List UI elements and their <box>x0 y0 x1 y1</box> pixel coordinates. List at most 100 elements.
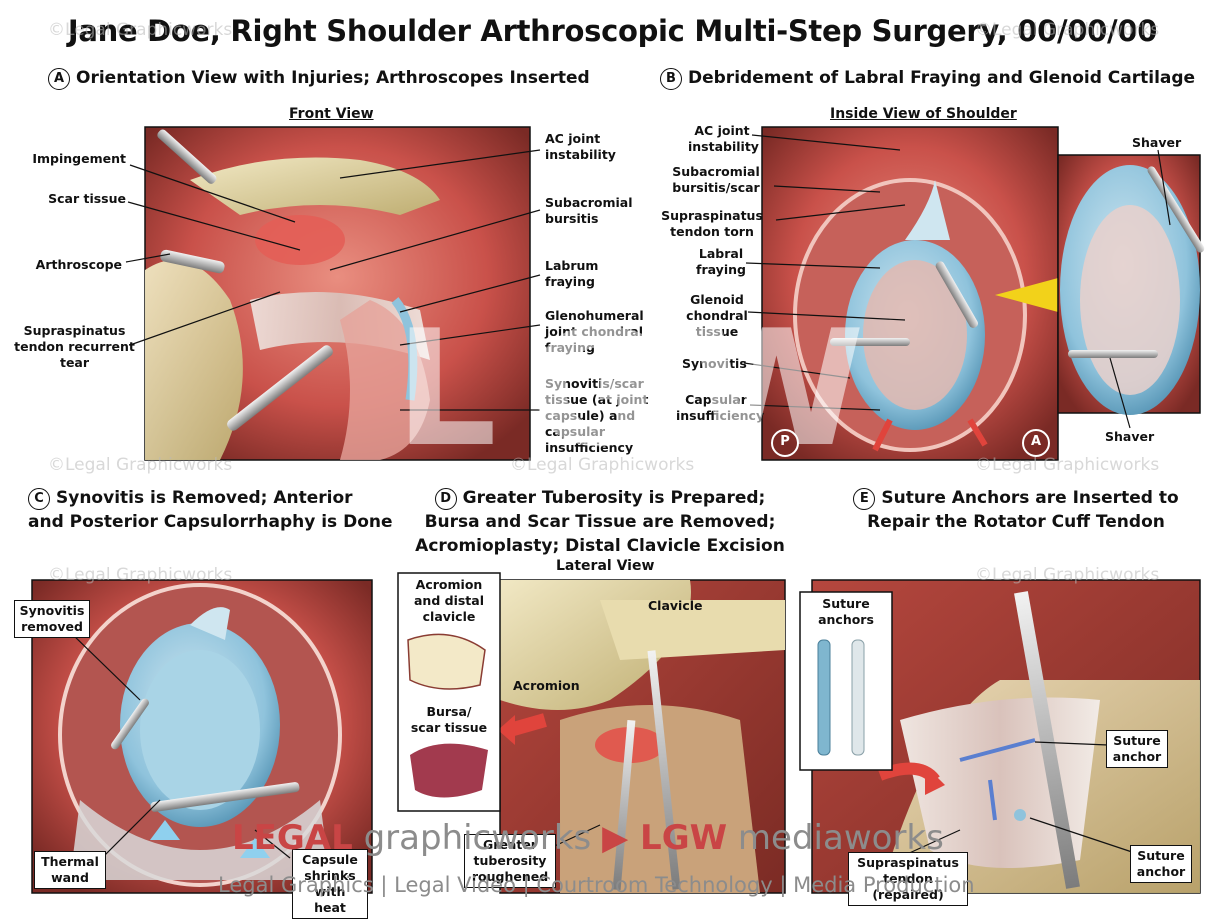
panel-d-badge: D <box>434 488 457 510</box>
probe-tool-b <box>830 338 910 346</box>
removed-bursa-shape <box>410 743 488 798</box>
sutures-e <box>959 738 1036 821</box>
inset-shaver-top <box>1147 166 1205 253</box>
removal-arrow-head <box>498 715 515 745</box>
panel-e-heading-line2: Repair the Rotator Cuff Tendon <box>867 512 1165 532</box>
brand-legal: LEGAL <box>232 818 353 858</box>
panel-e-heading-line1: Suture Anchors are Inserted to <box>881 488 1179 508</box>
acromion-shape <box>190 157 440 215</box>
shrink-arrows <box>150 820 270 858</box>
glenoid-c-inner <box>140 650 260 810</box>
leader-e-tendon <box>904 829 961 856</box>
thermal-wand-tool <box>150 782 300 812</box>
panel-c-heading-line2: and Posterior Capsulorrhaphy is Done <box>28 512 393 532</box>
panel-d-heading-line1: Greater Tuberosity is Prepared; <box>462 488 766 508</box>
label-e-suture-anchor-1: Suture anchor <box>1106 730 1168 768</box>
clavicle-d-shape <box>600 600 785 660</box>
label-ac-joint-instability: AC joint instability <box>545 131 616 162</box>
leader-subacromial <box>329 209 541 271</box>
label-c-thermal-wand: Thermal wand <box>34 851 106 889</box>
panel-a-view-caption: Front View <box>289 106 374 122</box>
panel-b-badge: B <box>660 68 682 90</box>
label-supraspinatus-tear: Supraspinatus tendon recurrent tear <box>14 323 135 370</box>
leader-b-subacromial <box>773 185 881 193</box>
shaver-tool-c <box>111 698 149 750</box>
leader-glenohumeral <box>399 324 541 346</box>
label-impingement: Impingement <box>32 151 126 166</box>
footer-tagline: Legal Graphics | Legal Video | Courtroom… <box>218 873 975 897</box>
page-title: Jane Doe, Right Shoulder Arthroscopic Mu… <box>67 14 1158 48</box>
panel-d-view-caption: Lateral View <box>556 558 655 574</box>
burr-tool-d <box>647 650 681 890</box>
leader-ac-joint <box>339 149 541 179</box>
panel-b-heading-text: Debridement of Labral Fraying and Glenoi… <box>688 68 1196 88</box>
label-b-shaver-bottom: Shaver <box>1105 429 1155 444</box>
panel-e-anchor-box <box>799 591 893 771</box>
instrument-tool <box>227 345 333 431</box>
label-d-acromion: Acromion <box>513 678 580 693</box>
leader-c-synovitis <box>69 631 141 701</box>
label-scar-tissue: Scar tissue <box>48 191 126 206</box>
label-e-suture-anchors: Suture anchors <box>818 596 874 627</box>
label-synovitis-scar-tissue: Synovitis/scar tissue (at joint capsule)… <box>545 376 649 455</box>
leader-b-ac-joint <box>751 134 901 151</box>
leader-scar-tissue <box>127 201 301 251</box>
panel-d-illustration <box>397 572 786 894</box>
label-d-acromion-clavicle: Acromion and distal clavicle <box>413 577 484 624</box>
leader-b-shaver-bottom <box>1109 357 1131 429</box>
anchor-point <box>1014 809 1026 821</box>
inset-cartilage-shape <box>1080 205 1180 395</box>
label-d-greater-tuberosity: Greater tuberosity roughened <box>464 834 556 888</box>
removed-bone-shape <box>407 633 486 690</box>
panel-c-heading-line1: Synovitis is Removed; Anterior <box>56 488 353 508</box>
humeral-head-shape <box>145 260 243 460</box>
panel-a-illustration <box>125 126 541 461</box>
panel-c-illustration <box>31 579 373 894</box>
zoom-pointer-arrow <box>995 278 1058 312</box>
shaver-tool-d <box>612 719 636 891</box>
tendon-c-shape <box>190 607 230 640</box>
capsule-c-shape <box>70 800 330 880</box>
label-b-glenoid-chondral: Glenoid chondral tissue <box>686 292 748 339</box>
upper-probe-tool <box>157 129 217 184</box>
panel-b-view-caption: Inside View of Shoulder <box>830 106 1017 122</box>
leader-supraspinatus <box>129 291 281 346</box>
brand-graphicworks: graphicworks <box>352 818 603 858</box>
marker-p-circle <box>771 429 799 457</box>
leader-b-supraspinatus <box>775 204 906 221</box>
panel-a-badge: A <box>48 68 70 90</box>
leader-c-capsule <box>254 829 291 859</box>
shaver-tool-b <box>935 261 979 328</box>
label-e-suture-anchor-2: Suture anchor <box>1130 845 1192 883</box>
label-b-supraspinatus: Supraspinatus tendon torn <box>661 208 763 239</box>
panel-d-heading-line2: Bursa and Scar Tissue are Removed; <box>424 512 776 532</box>
panel-c-heading: C Synovitis is Removed; Anterior <box>28 486 353 510</box>
label-b-labral-fraying: Labral fraying <box>696 246 746 277</box>
bursitis-spot <box>255 215 345 265</box>
leader-labrum <box>399 274 541 313</box>
anchor-1-shape <box>817 639 831 756</box>
label-glenohumeral-fraying: Glenohumeral joint chondral fraying <box>545 308 644 355</box>
panel-d-heading-line3: Acromioplasty; Distal Clavicle Excision <box>415 536 785 556</box>
footer-brand: LEGAL graphicworks ▶ LGW mediaworks <box>232 818 944 858</box>
panel-c-badge: C <box>28 488 50 510</box>
marker-a-label: A <box>1030 434 1042 449</box>
leader-b-capsular <box>749 404 881 411</box>
arthroscope-tool <box>160 249 225 274</box>
panel-b-heading: B Debridement of Labral Fraying and Gleno… <box>660 66 1195 90</box>
panel-b-illustration <box>743 126 1205 461</box>
leader-impingement <box>129 164 296 223</box>
label-d-bursa: Bursa/ scar tissue <box>410 704 488 735</box>
tendon-top-shape <box>905 180 950 240</box>
label-arthroscope: Arthroscope <box>35 257 122 272</box>
leader-b-shaver-top <box>1157 149 1171 226</box>
label-b-synovitis: Synovitis <box>682 356 747 371</box>
leader-b-glenoid <box>747 311 906 321</box>
leader-e-anchor-2 <box>1029 817 1133 853</box>
marker-p-label: P <box>780 434 790 449</box>
leader-e-anchor-1 <box>1034 741 1109 746</box>
panel-e-illustration <box>799 579 1201 894</box>
